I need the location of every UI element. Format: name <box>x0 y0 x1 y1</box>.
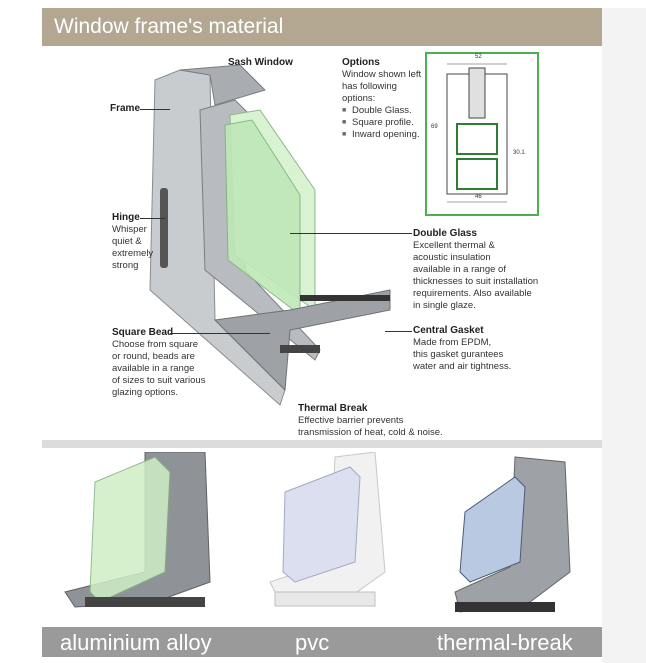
caption-bar <box>42 627 602 657</box>
cross-section-drawing <box>446 63 508 203</box>
thermal-break-photo <box>454 456 571 613</box>
label-square-bead: Square Bead Choose from square or round,… <box>112 327 206 398</box>
dim-right: 30.1 <box>513 150 525 156</box>
glass-pane-front <box>224 119 301 317</box>
leader-frame <box>140 109 170 110</box>
section-title: Window frame's material <box>54 15 284 38</box>
caption-thermal-break: thermal-break <box>437 630 573 655</box>
section-header: Window frame's material <box>42 8 602 46</box>
option-item: Inward opening. <box>342 129 432 141</box>
label-frame: Frame <box>110 103 141 114</box>
leader-central-gasket <box>385 331 412 332</box>
label-thermal-break: Thermal Break Effective barrier prevents… <box>298 403 443 438</box>
label-sash-window: Sash Window <box>228 57 293 68</box>
leader-square-bead <box>170 333 270 334</box>
frame-top-profile <box>179 64 266 106</box>
option-item: Square profile. <box>342 117 432 129</box>
leader-hinge <box>140 218 165 219</box>
window-cutaway-illustration <box>149 64 391 406</box>
thermal-break-strip <box>280 345 320 353</box>
label-double-glass: Double Glass Excellent thermal & acousti… <box>413 228 539 311</box>
caption-aluminium: aluminium alloy <box>60 630 212 655</box>
hinge-shape <box>160 188 168 268</box>
label-central-gasket: Central Gasket Made from EPDM, this gask… <box>413 325 512 372</box>
dim-top: 52 <box>475 54 482 60</box>
section-divider <box>42 440 602 448</box>
caption-pvc: pvc <box>295 630 330 655</box>
leader-double-glass <box>290 233 412 234</box>
dim-bottom: 46 <box>475 194 482 200</box>
right-gutter <box>602 8 646 663</box>
options-list: Double Glass. Square profile. Inward ope… <box>342 105 432 141</box>
label-hinge: Hinge Whisper quiet & extremely strong <box>112 212 154 271</box>
option-item: Double Glass. <box>342 105 432 117</box>
central-gasket-strip <box>300 295 390 301</box>
dim-left: 69 <box>431 124 438 130</box>
cross-section-diagram: 52 69 30.1 46 <box>425 52 539 216</box>
pvc-photo <box>269 452 386 607</box>
aluminium-alloy-photo <box>64 452 211 608</box>
bottom-rail <box>213 289 391 392</box>
label-options: Options Window shown left has following … <box>342 57 432 141</box>
